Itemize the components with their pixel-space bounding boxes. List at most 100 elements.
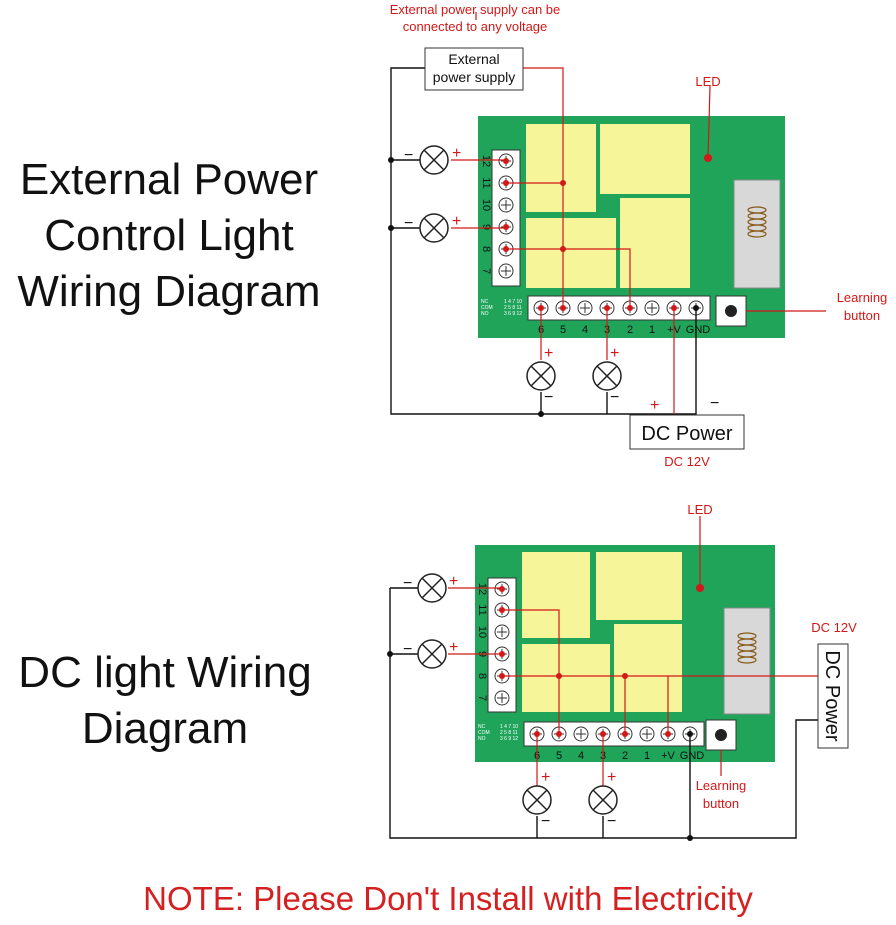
top-red-wires bbox=[451, 12, 711, 414]
bottom-lamp-3-icon bbox=[522, 785, 552, 815]
top-external-supply-box bbox=[424, 47, 524, 91]
top-title-line-2: Control Light bbox=[44, 211, 294, 260]
top-lamp4-minus: − bbox=[610, 389, 619, 406]
top-annotation-line-1: External power supply can be bbox=[390, 2, 561, 17]
bottom-led-label: LED bbox=[687, 502, 712, 517]
bottom-pin-gnd: GND bbox=[680, 750, 705, 762]
bottom-black-wires bbox=[389, 587, 820, 839]
bottom-pin-7: 7 bbox=[476, 695, 488, 701]
top-pin-8: 8 bbox=[480, 246, 492, 252]
bottom-pin-10: 10 bbox=[476, 626, 488, 638]
top-pin-9: 9 bbox=[480, 224, 492, 230]
bottom-relay-3 bbox=[522, 644, 610, 712]
bottom-lamp-1-icon bbox=[417, 573, 447, 603]
top-annotation-line-2: connected to any voltage bbox=[403, 19, 548, 34]
top-lamp-1-icon bbox=[419, 145, 449, 175]
bottom-row-legend: NC COM NO 1 4 7 10 2 5 8 11 3 6 9 12 bbox=[478, 724, 518, 742]
top-com-nums: 2 5 8 11 bbox=[504, 305, 522, 311]
bottom-pin-2: 2 bbox=[622, 750, 628, 762]
bottom-dc-power-label: DC Power bbox=[821, 650, 843, 741]
bottom-pin-4: 4 bbox=[578, 750, 584, 762]
top-lamp3-minus: − bbox=[544, 389, 553, 406]
bottom-title-line-1: DC light Wiring bbox=[18, 648, 312, 697]
bottom-lamp2-plus: + bbox=[449, 639, 458, 656]
bottom-antenna-module bbox=[723, 607, 771, 715]
bottom-terminal-10-icon bbox=[494, 624, 510, 640]
bottom-learning-label-1: Learning bbox=[696, 778, 747, 793]
top-polarity-labels: + − + − + − + − + − bbox=[404, 145, 719, 414]
top-ext-supply-line-2: power supply bbox=[433, 69, 516, 85]
top-row-com: COM bbox=[481, 305, 493, 311]
bottom-pin-8: 8 bbox=[476, 673, 488, 679]
bottom-learning-button-icon bbox=[715, 729, 727, 741]
top-pin-4: 4 bbox=[582, 324, 588, 336]
top-terminal-1-icon bbox=[644, 300, 660, 316]
bottom-relay-2 bbox=[596, 552, 682, 620]
top-learning-label-2: button bbox=[844, 308, 880, 323]
bottom-pin-11: 11 bbox=[476, 604, 488, 615]
bottom-row-com: COM bbox=[478, 730, 490, 736]
top-nc-nums: 1 4 7 10 bbox=[504, 299, 522, 305]
top-pin-7: 7 bbox=[480, 268, 492, 274]
top-dc-voltage-label: DC 12V bbox=[664, 454, 710, 469]
bottom-wire-junctions bbox=[499, 586, 671, 737]
bottom-nc-nums: 1 4 7 10 bbox=[500, 724, 518, 730]
top-learning-button-icon bbox=[725, 305, 737, 317]
top-pin-5: 5 bbox=[560, 324, 566, 336]
top-pin-11: 11 bbox=[480, 177, 492, 188]
top-wire-junctions bbox=[503, 158, 677, 311]
top-no-nums: 3 6 9 12 bbox=[504, 311, 522, 317]
top-pin-gnd: GND bbox=[686, 324, 711, 336]
top-terminal-7-icon bbox=[498, 263, 514, 279]
top-antenna-coil-icon bbox=[747, 206, 767, 238]
top-row-no: NO bbox=[481, 311, 489, 317]
top-row-nc: NC bbox=[481, 299, 489, 305]
bottom-title-line-2: Diagram bbox=[81, 704, 249, 753]
bottom-diagram: 12 11 10 9 8 7 6 5 4 3 2 1 +V GND NC COM bbox=[387, 502, 857, 841]
bottom-relay-1 bbox=[522, 552, 590, 638]
top-lamp3-plus: + bbox=[544, 345, 553, 362]
top-dc-power-label: DC Power bbox=[641, 423, 732, 445]
bottom-pin-5: 5 bbox=[556, 750, 562, 762]
bottom-lamp-2-icon bbox=[417, 639, 447, 669]
bottom-bottom-terminal-strip bbox=[523, 721, 705, 747]
bottom-lamp4-minus: − bbox=[607, 813, 616, 830]
bottom-polarity-labels: + − + − + − + − bbox=[403, 573, 616, 830]
top-lamp2-minus: − bbox=[404, 215, 413, 232]
top-diagram-title: External Power Control Light Wiring Diag… bbox=[0, 152, 338, 320]
bottom-lamp-4-icon bbox=[588, 785, 618, 815]
top-pin-2: 2 bbox=[627, 324, 633, 336]
top-terminal-4-icon bbox=[577, 300, 593, 316]
top-terminal-10-icon bbox=[498, 197, 514, 213]
top-pin-10: 10 bbox=[480, 199, 492, 211]
top-relay-2 bbox=[600, 124, 690, 194]
top-relay-3 bbox=[526, 218, 616, 288]
bottom-pin-12: 12 bbox=[476, 583, 488, 595]
bottom-antenna-coil-icon bbox=[737, 632, 757, 664]
top-led-label: LED bbox=[695, 74, 720, 89]
top-bottom-terminal-strip bbox=[527, 295, 711, 321]
top-lamp4-plus: + bbox=[610, 345, 619, 362]
bottom-relay-4 bbox=[614, 624, 682, 712]
top-lamp1-minus: − bbox=[404, 147, 413, 164]
bottom-lamp3-minus: − bbox=[541, 813, 550, 830]
bottom-lamp2-minus: − bbox=[403, 641, 412, 658]
top-relay-4 bbox=[620, 198, 690, 288]
bottom-pin-1: 1 bbox=[644, 750, 650, 762]
bottom-dc-voltage-label: DC 12V bbox=[811, 620, 857, 635]
bottom-row-no: NO bbox=[478, 736, 486, 742]
bottom-row-nc: NC bbox=[478, 724, 486, 730]
top-lamp1-plus: + bbox=[452, 145, 461, 162]
bottom-red-wires bbox=[448, 516, 820, 786]
top-black-wires bbox=[390, 67, 697, 415]
top-dc-plus: + bbox=[650, 397, 659, 414]
top-side-pin-labels: 12 11 10 9 8 7 bbox=[480, 155, 492, 274]
top-antenna-module bbox=[733, 179, 781, 289]
top-lamp2-plus: + bbox=[452, 213, 461, 230]
safety-note: NOTE: Please Don't Install with Electric… bbox=[143, 880, 753, 917]
top-title-line-3: Wiring Diagram bbox=[17, 267, 321, 316]
top-lamp-4-icon bbox=[592, 361, 622, 391]
top-side-terminal-strip bbox=[491, 149, 521, 287]
top-pin-1: 1 bbox=[649, 324, 655, 336]
